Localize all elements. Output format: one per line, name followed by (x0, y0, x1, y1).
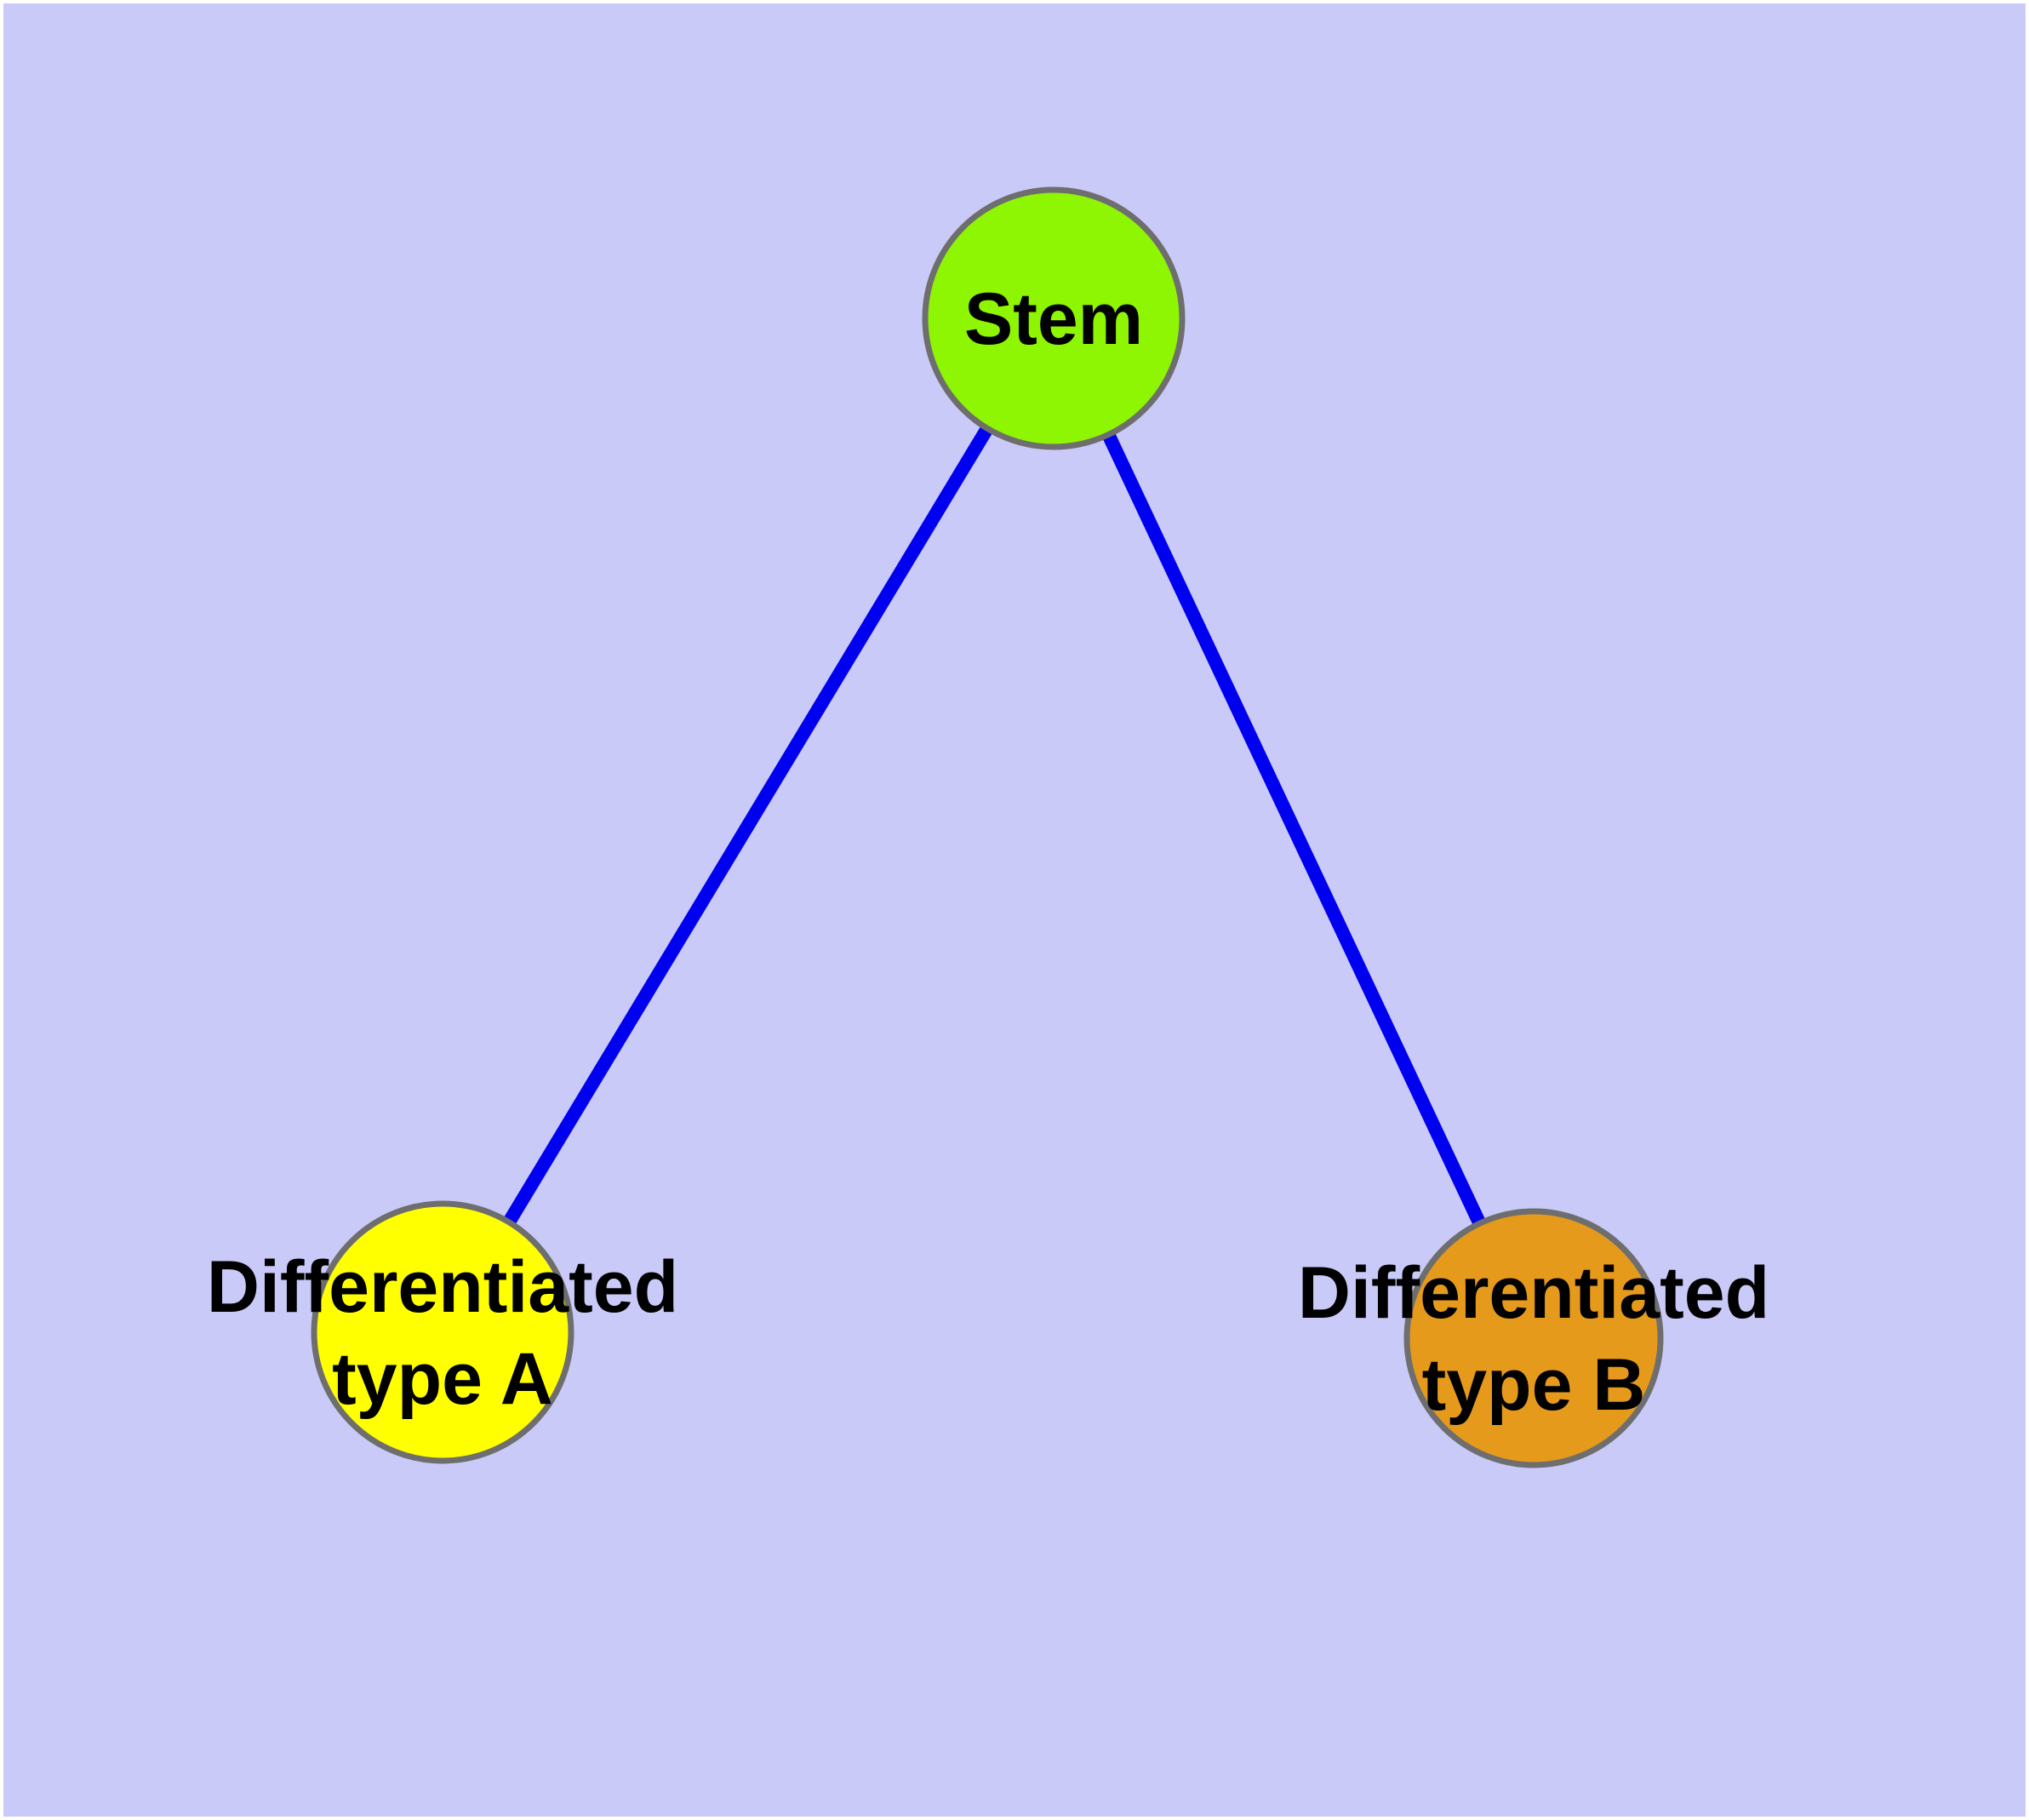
node-label-line: type B (1422, 1344, 1646, 1426)
edge-stem-to-differentiated-type-a (437, 314, 1060, 1336)
edge-stem-to-differentiated-type-b (1047, 315, 1540, 1342)
node-label-line: type A (332, 1338, 553, 1420)
node-label-line: Differentiated (1298, 1252, 1769, 1334)
node-differentiated-type-a (311, 1200, 574, 1464)
nodes-layer (311, 186, 1664, 1468)
node-stem (922, 186, 1186, 450)
node-label-differentiated-type-b: Differentiated type B (1298, 1252, 1769, 1426)
node-label-differentiated-type-a: Differentiated type A (207, 1246, 678, 1420)
edges-layer (437, 314, 1540, 1342)
node-label-line: Stem (964, 278, 1143, 360)
node-label-line: Differentiated (207, 1246, 678, 1328)
node-label-stem: Stem (964, 278, 1143, 360)
node-differentiated-type-b (1403, 1208, 1664, 1468)
